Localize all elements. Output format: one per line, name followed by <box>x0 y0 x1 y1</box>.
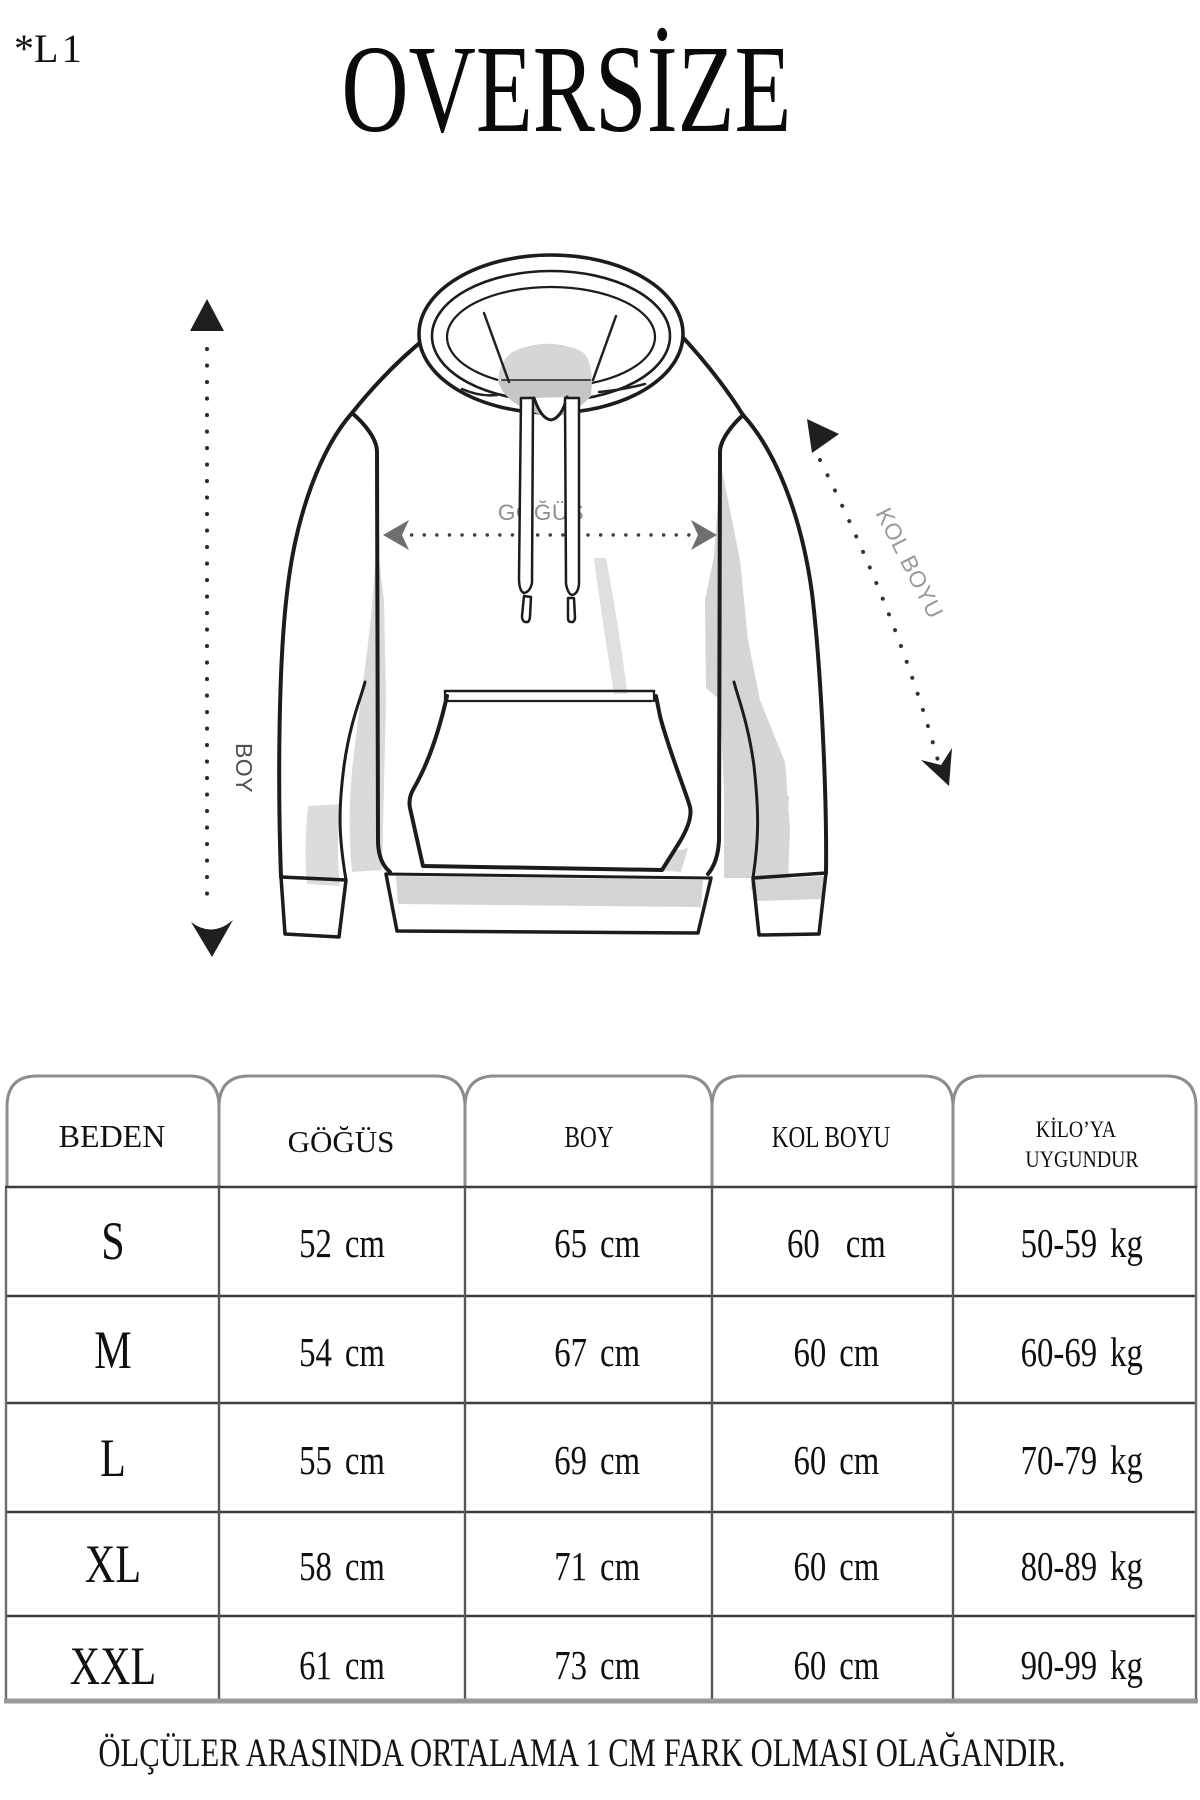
svg-text:50-59 kg: 50-59 kg <box>1021 1222 1143 1267</box>
svg-text:60 cm: 60 cm <box>793 1439 879 1484</box>
svg-text:65 cm: 65 cm <box>554 1222 640 1267</box>
svg-text:71 cm: 71 cm <box>554 1545 640 1590</box>
svg-text:XL: XL <box>85 1535 141 1594</box>
svg-text:60 cm: 60 cm <box>793 1331 879 1376</box>
svg-text:UYGUNDUR: UYGUNDUR <box>1025 1147 1139 1173</box>
svg-text:90-99 kg: 90-99 kg <box>1021 1644 1143 1689</box>
svg-text:KOL BOYU: KOL BOYU <box>772 1120 891 1154</box>
svg-text:60 cm: 60 cm <box>787 1222 886 1267</box>
svg-text:60 cm: 60 cm <box>793 1545 879 1590</box>
svg-text:61 cm: 61 cm <box>299 1644 385 1689</box>
svg-text:54 cm: 54 cm <box>299 1331 385 1376</box>
svg-text:58 cm: 58 cm <box>299 1545 385 1590</box>
svg-text:M: M <box>94 1321 131 1380</box>
svg-text:70-79 kg: 70-79 kg <box>1021 1439 1143 1484</box>
svg-text:73 cm: 73 cm <box>554 1644 640 1689</box>
svg-text:55 cm: 55 cm <box>299 1439 385 1484</box>
svg-text:GÖĞÜS: GÖĞÜS <box>288 1124 395 1159</box>
svg-text:BEDEN: BEDEN <box>59 1118 166 1154</box>
svg-text:67 cm: 67 cm <box>554 1331 640 1376</box>
svg-text:KİLO’YA: KİLO’YA <box>1036 1117 1117 1143</box>
svg-text:L: L <box>100 1429 126 1488</box>
svg-text:60-69 kg: 60-69 kg <box>1021 1331 1143 1376</box>
svg-text:BOY: BOY <box>564 1120 613 1154</box>
svg-text:BOY: BOY <box>231 743 257 793</box>
svg-text:KOL BOYU: KOL BOYU <box>871 503 949 622</box>
svg-text:XXL: XXL <box>70 1637 157 1696</box>
svg-text:S: S <box>101 1212 124 1271</box>
svg-text:69 cm: 69 cm <box>554 1439 640 1484</box>
svg-text:60 cm: 60 cm <box>793 1644 879 1689</box>
svg-text:52 cm: 52 cm <box>299 1222 385 1267</box>
svg-text:80-89 kg: 80-89 kg <box>1021 1545 1143 1590</box>
